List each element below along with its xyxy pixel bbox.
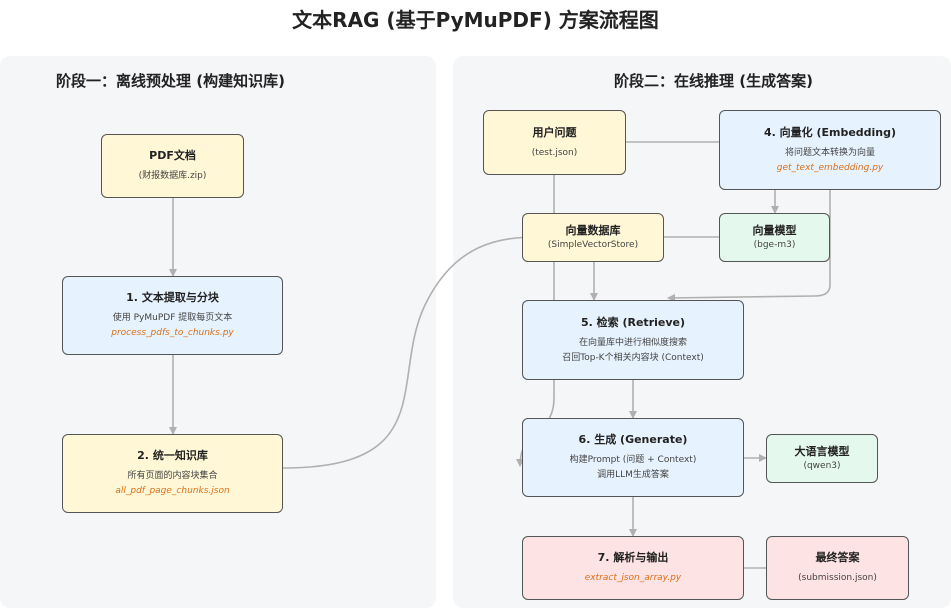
node-file: process_pdfs_to_chunks.py bbox=[111, 328, 234, 338]
node-desc: 调用LLM生成答案 bbox=[597, 470, 669, 480]
edge-embed-to-retrieve bbox=[667, 190, 831, 302]
node-desc: 将问题文本转换为向量 bbox=[784, 147, 875, 158]
node-llm: 大语言模型 (qwen3) bbox=[766, 434, 878, 483]
node-desc: (财报数据库.zip) bbox=[138, 171, 207, 181]
node-knowledge-base: 2. 统一知识库 所有页面的内容块集合 all_pdf_page_chunks.… bbox=[62, 434, 283, 513]
node-generate: 6. 生成 (Generate) 构建Prompt (问题 + Context)… bbox=[522, 418, 744, 497]
node-embedding: 4. 向量化 (Embedding) 将问题文本转换为向量 get_text_e… bbox=[719, 110, 941, 190]
node-desc: 使用 PyMuPDF 提取每页文本 bbox=[112, 313, 233, 323]
node-final-answer: 最终答案 (submission.json) bbox=[766, 536, 909, 600]
node-pdf-documents: PDF文档 (财报数据库.zip) bbox=[101, 134, 244, 198]
node-title: 5. 检索 (Retrieve) bbox=[580, 315, 686, 329]
stage2-title: 阶段二：在线推理 (生成答案) bbox=[614, 72, 813, 90]
edge-kb-to-vdb bbox=[282, 233, 539, 469]
stage1-title: 阶段一：离线预处理 (构建知识库) bbox=[56, 72, 285, 90]
node-file: extract_json_array.py bbox=[584, 573, 682, 583]
node-title: 6. 生成 (Generate) bbox=[578, 433, 688, 446]
node-title: 向量模型 bbox=[752, 223, 797, 237]
node-retrieve: 5. 检索 (Retrieve) 在向量库中进行相似度搜索 召回Top-K个相关… bbox=[522, 300, 744, 380]
node-title: 2. 统一知识库 bbox=[137, 449, 208, 462]
node-vector-database: 向量数据库 (SimpleVectorStore) bbox=[522, 213, 664, 262]
node-desc: 所有页面的内容块集合 bbox=[127, 471, 218, 481]
node-text-extraction: 1. 文本提取与分块 使用 PyMuPDF 提取每页文本 process_pdf… bbox=[62, 276, 283, 355]
node-user-question: 用户问题 (test.json) bbox=[483, 110, 626, 175]
node-vector-model: 向量模型 (bge-m3) bbox=[719, 213, 830, 262]
node-file: get_text_embedding.py bbox=[776, 162, 884, 173]
node-desc: 构建Prompt (问题 + Context) bbox=[569, 455, 697, 465]
node-parse-output: 7. 解析与输出 extract_json_array.py bbox=[522, 536, 744, 600]
node-title: 7. 解析与输出 bbox=[597, 551, 669, 564]
node-title: 最终答案 bbox=[815, 551, 860, 564]
node-desc: (submission.json) bbox=[798, 573, 877, 583]
node-title: 向量数据库 bbox=[565, 223, 621, 237]
node-title: 大语言模型 bbox=[794, 444, 850, 458]
node-desc: (bge-m3) bbox=[753, 239, 796, 250]
node-file: all_pdf_page_chunks.json bbox=[115, 486, 230, 496]
node-desc: (SimpleVectorStore) bbox=[547, 239, 639, 250]
node-desc: 在向量库中进行相似度搜索 bbox=[578, 337, 687, 348]
node-title: PDF文档 bbox=[149, 149, 196, 162]
diagram-title: 文本RAG (基于PyMuPDF) 方案流程图 bbox=[292, 8, 659, 32]
node-title: 用户问题 bbox=[532, 125, 577, 139]
node-desc: 召回Top-K个相关内容块 (Context) bbox=[562, 352, 704, 363]
node-desc: (test.json) bbox=[531, 147, 578, 158]
node-title: 4. 向量化 (Embedding) bbox=[763, 125, 897, 139]
node-desc: (qwen3) bbox=[803, 460, 841, 471]
node-title: 1. 文本提取与分块 bbox=[126, 291, 219, 304]
